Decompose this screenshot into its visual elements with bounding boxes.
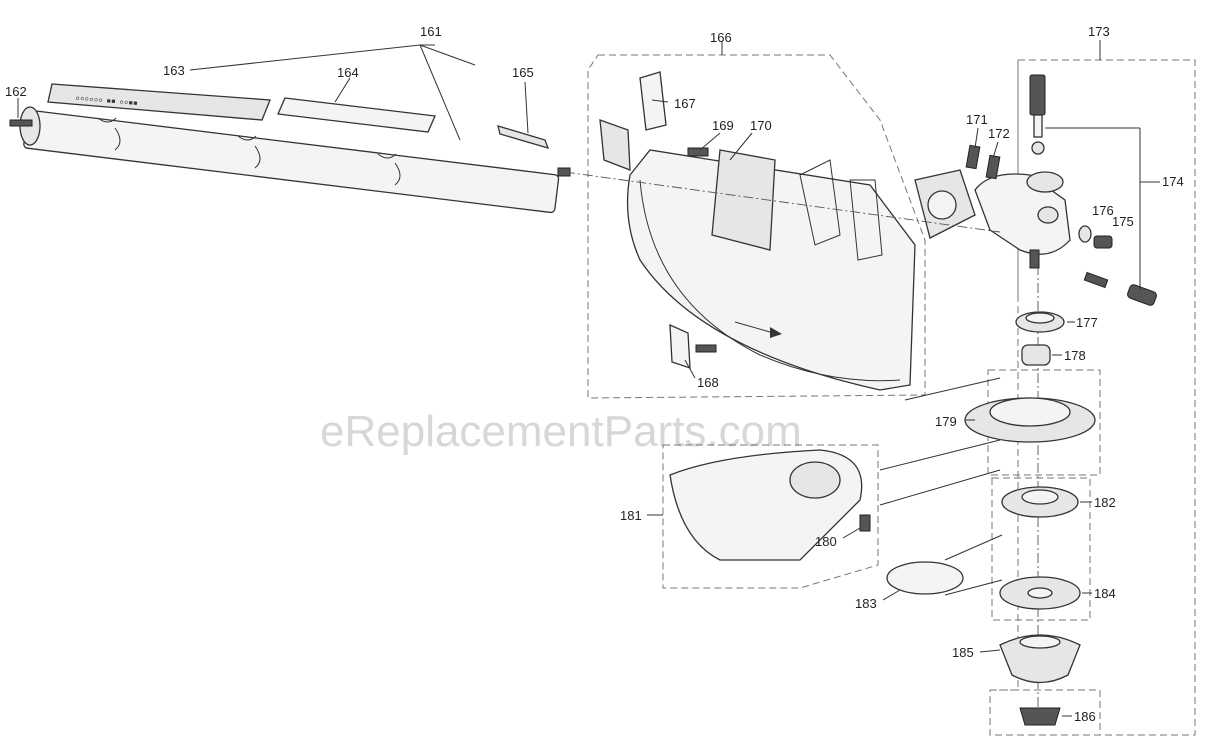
- bolt-174b: [1083, 271, 1109, 289]
- screw-171: [965, 144, 981, 170]
- label-167: 167: [674, 96, 696, 111]
- plate-183: [886, 561, 964, 595]
- reel-group-box: [987, 369, 1101, 476]
- label-163: 163: [163, 63, 185, 78]
- spool-group-box: [991, 477, 1091, 621]
- shaft-assembly: ◦◦◦◦◦◦ ▪▪ ◦◦▪▪: [9, 83, 571, 214]
- decal-163-graphic: ◦◦◦◦◦◦ ▪▪ ◦◦▪▪: [75, 90, 139, 110]
- label-168: 168: [697, 375, 719, 390]
- gearhead-assembly: [564, 74, 1157, 720]
- label-171: 171: [966, 112, 988, 127]
- label-164: 164: [337, 65, 359, 80]
- spacer-178: [1021, 344, 1051, 366]
- screw-172: [985, 154, 1001, 180]
- cover-184-hole: [1027, 587, 1053, 599]
- label-186: 186: [1074, 709, 1096, 724]
- bump-head-185: [999, 634, 1081, 684]
- shaft-tip: [557, 167, 571, 177]
- decal-167: [639, 71, 667, 131]
- guard-body: [626, 149, 916, 391]
- bolt-174-shank: [1033, 114, 1043, 138]
- label-184: 184: [1094, 586, 1116, 601]
- decal-163: [47, 83, 271, 121]
- label-166: 166: [710, 30, 732, 45]
- shaft-axis: [564, 171, 1001, 233]
- label-175: 175: [1112, 214, 1134, 229]
- shaft-break-tops: [97, 117, 397, 159]
- label-179: 179: [935, 414, 957, 429]
- pin-174: [1127, 284, 1157, 306]
- shaft-pin: [9, 119, 33, 127]
- shaft-break-lines: [114, 127, 401, 186]
- washer-176: [1078, 225, 1092, 243]
- label-161-top: 161: [420, 24, 442, 39]
- label-173: 173: [1088, 24, 1110, 39]
- side-plate: [599, 119, 631, 171]
- label-180: 180: [815, 534, 837, 549]
- leaders: [647, 40, 1160, 717]
- lower-guard-box: [662, 444, 879, 589]
- watermark: eReplacementParts.com: [320, 407, 802, 456]
- label-162: 162: [5, 84, 27, 99]
- label-172: 172: [988, 126, 1010, 141]
- spool-182-hub: [1021, 489, 1059, 505]
- grass-guard-166: [599, 71, 916, 391]
- label-185: 185: [952, 645, 974, 660]
- label-174: 174: [1162, 174, 1184, 189]
- lower-guard-hole: [789, 461, 841, 499]
- clip-165: [497, 125, 550, 149]
- knob-group-box: [989, 689, 1101, 736]
- rotation-arrow-head: [770, 327, 782, 338]
- rotation-arrow: [734, 321, 771, 333]
- label-176: 176: [1092, 203, 1114, 218]
- knob-186: [1019, 707, 1061, 726]
- guard-plate: [711, 149, 776, 251]
- label-183: 183: [855, 596, 877, 611]
- label-181: 181: [620, 508, 642, 523]
- label-165: 165: [512, 65, 534, 80]
- label-178: 178: [1064, 348, 1086, 363]
- bolt-174: [1029, 74, 1046, 116]
- guard-edge: [639, 179, 901, 382]
- head-group-box: [989, 59, 1196, 736]
- gear-housing: [974, 173, 1071, 255]
- label-170: 170: [750, 118, 772, 133]
- label-169: 169: [712, 118, 734, 133]
- bracket-168: [669, 323, 691, 369]
- decal-164: [277, 97, 436, 133]
- shaft-stub: [1029, 249, 1040, 269]
- screw-169: [687, 147, 709, 157]
- gear-top: [1026, 171, 1064, 193]
- gear-side-port: [1037, 206, 1059, 224]
- reel-179-hub: [989, 397, 1071, 427]
- guard-group-box: [587, 54, 926, 399]
- screw-180: [859, 514, 871, 532]
- bump-head-185-top: [1019, 635, 1061, 649]
- washer-174: [1031, 141, 1045, 155]
- label-182: 182: [1094, 495, 1116, 510]
- guard-ribs: [799, 159, 883, 261]
- mount-hole: [927, 190, 957, 220]
- nut-175: [1093, 235, 1113, 249]
- bearing-177-bore: [1025, 312, 1055, 324]
- label-177: 177: [1076, 315, 1098, 330]
- screw-168: [695, 344, 717, 353]
- shaft-leaders: [17, 44, 529, 141]
- shaft-tube: [23, 109, 560, 214]
